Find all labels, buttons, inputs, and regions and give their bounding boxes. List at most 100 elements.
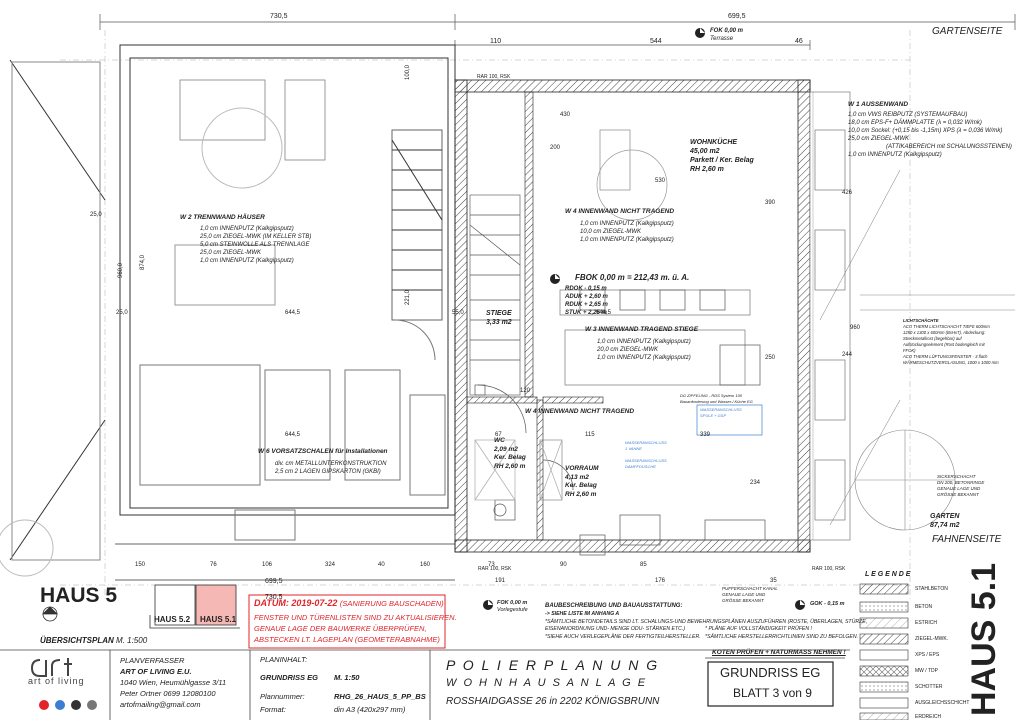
dim-top-544: 544 — [650, 38, 662, 45]
dim-250: 250 — [765, 355, 776, 361]
wall-w3-lines: 1,0 cm INNENPUTZ (Kalkgipsputz) 20,0 cm … — [597, 338, 691, 362]
note-line: GRÖSSE BEKANNT — [937, 492, 979, 497]
dim-550: 430 — [560, 112, 571, 118]
format-value: din A3 (420x297 mm) — [334, 705, 406, 714]
wall-line: 1,0 cm INNENPUTZ (Kalkgipsputz) — [580, 221, 674, 227]
datum-lines: FENSTER UND TÜRENLISTEN SIND ZU AKTUALIS… — [254, 612, 457, 645]
company-address: 1040 Wien, Heumühlgasse 3/11 — [120, 678, 227, 687]
north-arrow — [42, 606, 58, 622]
note-line: 1 VANNE — [625, 446, 642, 451]
wall-line: 2,5 cm 2 LAGEN GIPSKARTON (GKBI) — [275, 469, 381, 475]
logo-text: art of living — [28, 676, 85, 686]
room-floor: Parkett / Ker. Belag — [690, 157, 754, 164]
dim-100: 100,0 — [405, 64, 411, 80]
dim-221: 221,0 — [405, 289, 411, 305]
dim-644-top: 644,5 — [285, 310, 301, 316]
overview-plan-label: ÜBERSICHTSPLAN — [40, 636, 114, 645]
note-line: GRÖSSE BEKANNT — [722, 598, 764, 603]
dim-120: 120 — [520, 388, 531, 394]
note-line: DN 200, BETONRINGE — [937, 480, 985, 485]
wall-w2-lines: 1,0 cm INNENPUTZ (Kalkgipsputz) 25,0 cm … — [200, 225, 311, 265]
room-vorraum: VORRAUM 4,13 m2 Ker. Belag RH 2,60 m — [565, 465, 599, 499]
note-lichtschacht: LICHTSCHÄCHTE ACO THERM LICHTSCHACHT TIE… — [903, 318, 999, 366]
dim-191: 191 — [495, 578, 506, 584]
note-wasseranschluss: WASSERANSCHLUSS SPÜLE + GSP — [700, 407, 742, 419]
wall-line: 1,0 cm INNENPUTZ (Kalkgipsputz) — [580, 237, 674, 243]
dim-40: 40 — [378, 562, 385, 568]
wall-line: 18,0 cm EPS-F+ DÄMMPLATTE (λ = 0,032 W/m… — [848, 120, 982, 126]
note-line: ACO THERM LÜFTUNGSFENSTER - 3 flach — [903, 354, 988, 359]
note-wasseranschluss-3: WASSERANSCHLUSS DAMPFDUSCHE — [625, 458, 667, 470]
datum-line: ABSTECKEN LT. LAGEPLAN (GEOMETERABNAHME) — [254, 635, 440, 644]
dim-244: 244 — [842, 352, 853, 358]
legend-item: AUSGLEICHSSCHICHT — [915, 700, 970, 706]
legend-swatches — [859, 583, 909, 721]
note-line: Streckmetallrost (begehbar) auf — [903, 336, 962, 341]
note-line: GENAUE LAGE UND — [722, 592, 766, 597]
company-email: artofmailing@gmail.com — [120, 700, 201, 709]
title-block-frame — [0, 649, 850, 720]
note-line: 1250 x 1300 x 600mm (BxHxT), Abdeckung: — [903, 330, 986, 335]
level-fok-vorlage: FOK 0,00 m — [497, 600, 528, 606]
wall-line: 5,0 cm STEINWOLLE ALS TRENNLAGE — [200, 242, 310, 248]
datum-sub: (SANIERUNG BAUSCHADEN) — [339, 599, 444, 608]
project-line-2: W O H N H A U S A N L A G E — [446, 677, 648, 689]
datum-line: FENSTER UND TÜRENLISTEN SIND ZU AKTUALIS… — [254, 613, 457, 622]
datum-line: GENAUE LAGE DER BAUWERKE ÜBERPRÜFEN, — [254, 624, 427, 633]
fok-top: FOK 0,00 m — [710, 28, 744, 34]
dim-644-main: 644,5 — [596, 310, 612, 316]
room-name: WOHNKÜCHE — [690, 139, 738, 146]
room-name: GARTEN — [930, 513, 960, 520]
company-person: Peter Ortner 0699 12080100 — [120, 689, 216, 698]
overview-haus5: HAUS 5 — [40, 584, 118, 607]
room-garten: GARTEN 87,74 m2 — [930, 512, 960, 530]
legend-item: MW / TDP — [915, 668, 938, 674]
note-line: LICHTSCHÄCHTE — [903, 318, 939, 323]
dim-top-46: 46 — [795, 38, 803, 45]
logo-art-of-living — [30, 658, 72, 677]
note-line: PUFFERSCHACHT KANAL — [722, 586, 778, 591]
room-height: RH 2,60 m — [565, 490, 597, 498]
dim-234: 234 — [750, 480, 761, 486]
wall-line: 1,0 cm INNENPUTZ (Kalkgipsputz) — [597, 339, 691, 345]
note-line: DAMPFDUSCHE — [625, 464, 656, 469]
logo-word-2: of living — [45, 676, 85, 686]
note-line: WÄRMESCHUTZVERGLASUNG, 1000 x 1000 mm — [903, 360, 999, 365]
room-floor: Ker. Belag — [494, 454, 526, 461]
dim-85: 85 — [640, 562, 647, 568]
bb-line: EISENANORDNUNG UND- MENGE ODU- STÄRKEN E… — [545, 626, 686, 632]
note-line: DG ZIPFELING - RDS System 100 — [680, 393, 743, 398]
room-height: RH 2,60 m — [690, 166, 724, 173]
datum-date: DATUM: 2019-07-22 — [254, 598, 338, 608]
note-line: FFOK) — [903, 348, 916, 353]
note-line: WASSERANSCHLUSS — [700, 407, 742, 412]
baubeschreibung-lines-2: * PLÄNE AUF VOLLSTÄNDIGKEIT PRÜFEN ! *SÄ… — [705, 626, 858, 641]
rar-bottom: RAR 100, RSK — [478, 566, 512, 572]
haus-big-label: HAUS 5.1 — [965, 562, 1003, 716]
dim-426: 426 — [842, 190, 853, 196]
wall-w4-title: W 4 INNENWAND NICHT TRAGEND — [565, 208, 675, 215]
dim-150: 150 — [135, 562, 146, 568]
plannummer-label: Plannummer: — [260, 692, 305, 701]
level-aduk: ADUK + 2,60 m — [565, 294, 608, 300]
level-rdok: RDOK - 0,15 m — [565, 286, 607, 292]
legend-item: ERDREICH — [915, 714, 942, 720]
project-line-1: P O L I E R P L A N U N G — [446, 657, 660, 673]
fok-top-sub: Terrasse — [710, 36, 734, 42]
level-rduk: RDUK + 2,65 m — [565, 302, 608, 308]
wall-w1-title: W 1 AUSSENWAND — [848, 101, 909, 108]
side-label-bottom: FAHNENSEITE — [932, 534, 1002, 545]
note-line: GENAUE LAGE UND — [937, 486, 981, 491]
note-line: ACO THERM LICHTSCHACHT TIEFE 600mm — [903, 324, 990, 329]
wall-w6-title: W 6 VORSATZSCHALEN für Installationen — [258, 448, 388, 455]
side-label-top: GARTENSEITE — [932, 26, 1003, 37]
dim-339: 339 — [700, 432, 711, 438]
dim-730: 730,5 — [265, 594, 283, 601]
overview-plan-scale: M. 1:500 — [116, 636, 148, 645]
note-line: WASSERANSCHLUSS — [625, 458, 667, 463]
level-list: RDOK - 0,15 m ADUK + 2,60 m RDUK + 2,65 … — [565, 285, 608, 317]
room-area: 87,74 m2 — [930, 522, 960, 529]
planverfasser-block: PLANVERFASSER ART OF LIVING E.U. 1040 Wi… — [120, 655, 226, 710]
wall-line: 25,0 cm ZIEGEL-MWK — [848, 136, 910, 142]
